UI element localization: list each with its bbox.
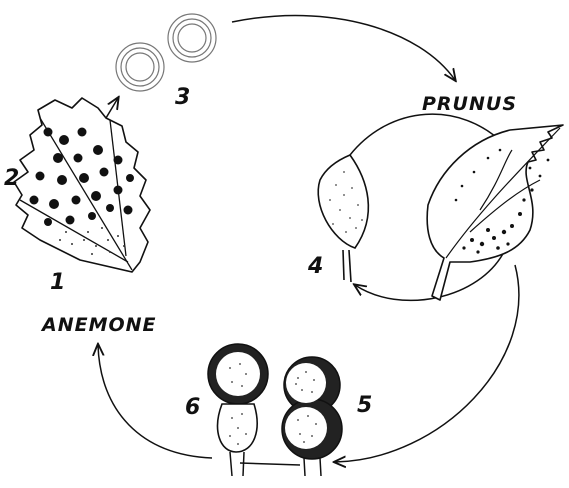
label-2: 2: [4, 168, 19, 190]
spore-6: [208, 344, 268, 476]
label-4: 4: [308, 256, 323, 278]
prunus-leaf-large: [427, 125, 563, 300]
label-1: 1: [50, 272, 65, 294]
label-5: 5: [357, 395, 372, 417]
arrow-spores-to-prunus: [232, 15, 455, 80]
arrow-prunus-to-5: [335, 265, 519, 462]
label-prunus: PRUNUS: [422, 95, 517, 114]
prunus-leaf-small: [318, 155, 368, 282]
spores-3: [116, 14, 216, 91]
label-3: 3: [175, 87, 190, 109]
anemone-leaf: [14, 98, 150, 272]
label-anemone: ANEMONE: [42, 316, 157, 335]
teliospore-5: [282, 357, 342, 476]
connector-6-to-5: [240, 463, 300, 465]
label-6: 6: [185, 397, 200, 419]
